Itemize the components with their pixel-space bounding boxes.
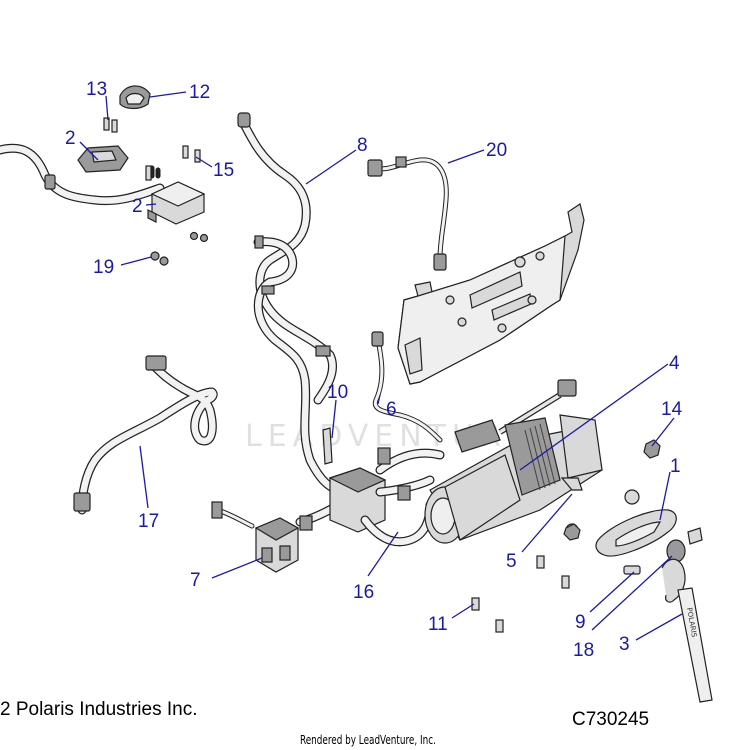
- strap-3: POLARIS: [677, 587, 713, 703]
- nut-14: [643, 439, 661, 459]
- mounting-plate: [397, 203, 585, 385]
- callout-16: 16: [353, 582, 374, 603]
- callout-19: 19: [93, 257, 114, 278]
- callout-12: 12: [189, 82, 210, 103]
- bolts-5-11: [471, 523, 703, 633]
- contactor-7: [211, 501, 300, 573]
- callout-9: 9: [575, 612, 586, 633]
- callout-5: 5: [506, 551, 517, 572]
- harness-upper-left: [0, 143, 165, 206]
- callouts: 13 12 2 15 2 8 20 19 4 10 6 14 1 17 5 7 …: [65, 79, 683, 661]
- callout-18: 18: [573, 640, 594, 661]
- callout-3: 3: [619, 634, 630, 655]
- callout-10: 10: [327, 382, 348, 403]
- callout-6: 6: [386, 399, 397, 420]
- control-box-16: [295, 447, 445, 547]
- copyright-text: 2 Polaris Industries Inc.: [0, 699, 198, 720]
- callout-14: 14: [661, 399, 683, 420]
- callout-2-module: 2: [132, 196, 143, 217]
- callout-8: 8: [357, 135, 368, 156]
- bracket-10: [322, 427, 333, 465]
- harness-20: [367, 156, 449, 271]
- winch-4: [424, 379, 603, 544]
- pin-9: [623, 565, 641, 575]
- callout-15: 15: [213, 160, 234, 181]
- callout-1: 1: [670, 456, 681, 477]
- screws-15: [145, 145, 201, 181]
- nuts-19: [150, 231, 209, 266]
- clip-12: [119, 85, 151, 110]
- harness-17: [73, 355, 218, 515]
- callout-11: 11: [428, 614, 448, 635]
- fairlead-1: [565, 489, 677, 557]
- leader-lines: [79, 91, 683, 641]
- callout-17: 17: [138, 511, 159, 532]
- cable-6: [371, 331, 443, 443]
- rendered-by-text: Rendered by LeadVenture, Inc.: [300, 733, 436, 747]
- harness-8: [237, 112, 350, 497]
- screws-13: [103, 117, 118, 133]
- diagram-code: C730245: [572, 709, 650, 730]
- callout-20: 20: [486, 140, 507, 161]
- callout-13: 13: [86, 79, 107, 100]
- relay-upper: [77, 145, 129, 173]
- callout-4: 4: [669, 353, 680, 374]
- callout-2-relay: 2: [65, 128, 76, 149]
- control-module: [147, 181, 206, 225]
- callout-7: 7: [190, 570, 201, 591]
